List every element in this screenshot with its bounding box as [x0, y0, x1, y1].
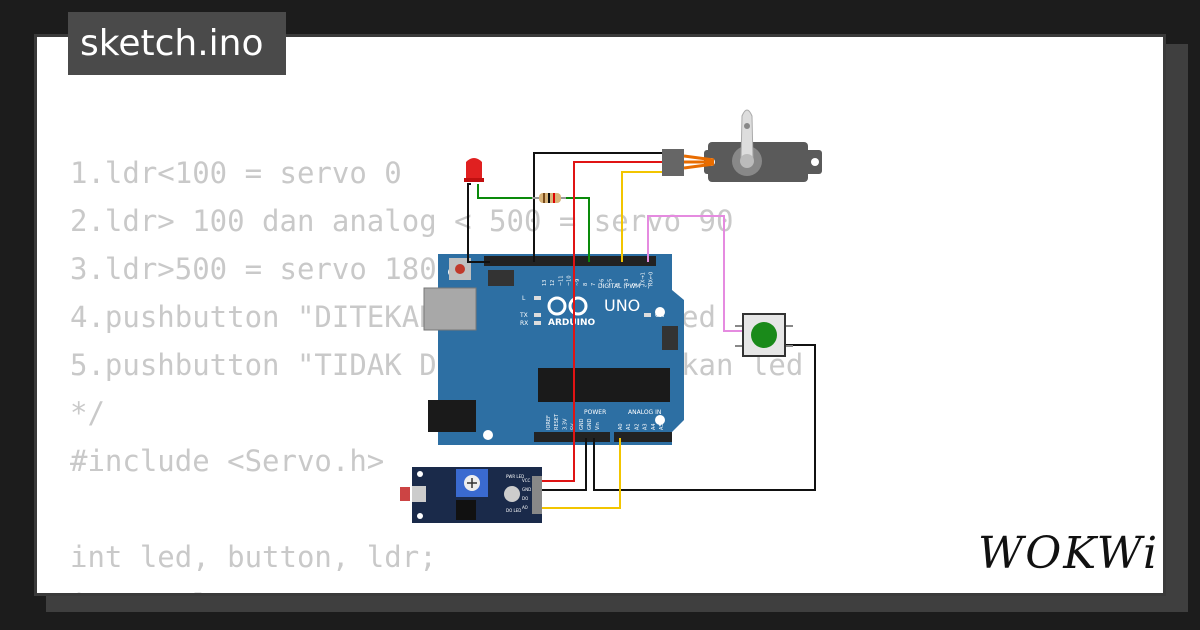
pin-label: IOREF: [546, 415, 552, 430]
power-jack: [428, 400, 476, 432]
pin-label: A2: [634, 423, 640, 430]
servo-signal-wire[interactable]: [621, 171, 664, 262]
power-header: [534, 432, 610, 442]
button-cap[interactable]: [751, 322, 777, 348]
pin-label: 4: [616, 283, 622, 286]
mount-hole: [483, 430, 493, 440]
photoresistor: [400, 487, 410, 501]
ldr-pin-label: VCC: [522, 478, 531, 483]
ldr-module[interactable]: VCC GND DO AO PWR LED DO LED: [400, 467, 542, 523]
resistor-wire[interactable]: [558, 197, 590, 262]
code-line: 2.ldr> 100 dan analog < 500 = servo 90: [70, 204, 734, 238]
resistor[interactable]: [532, 193, 566, 203]
icsp-header: [662, 326, 678, 350]
tx-label: TX: [519, 312, 528, 319]
button-gnd-wire[interactable]: [593, 344, 816, 491]
code-line: int angle = 0;: [70, 588, 314, 593]
pin-label: ~3: [624, 279, 630, 286]
file-tab[interactable]: sketch.ino: [68, 12, 286, 75]
pin-label: A3: [643, 423, 649, 430]
ldr-pin-label: DO: [522, 496, 528, 501]
code-line: 3.ldr>500 = servo 180: [70, 252, 437, 286]
pin-label: ~10: [567, 275, 573, 286]
analog-header: [614, 432, 672, 442]
pin-label: RX←0: [649, 272, 655, 286]
on-led: [644, 313, 651, 317]
pin-label: A0: [618, 423, 624, 430]
pin-label: GND: [587, 418, 593, 430]
code-line: #include <Servo.h>: [70, 444, 385, 478]
digital-header: [484, 256, 656, 266]
icsp-header: [488, 270, 514, 286]
rx-label: RX: [520, 320, 528, 327]
code-line: int led, button, ldr;: [70, 540, 437, 574]
power-label: POWER: [584, 409, 606, 416]
pin-label: A4: [651, 423, 657, 430]
pin-label: TX→1: [640, 272, 646, 287]
led-gnd-wire[interactable]: [467, 183, 490, 263]
code-line: 1.ldr<100 = servo 0: [70, 156, 402, 190]
pin-label: Vin: [595, 422, 601, 430]
mount-hole: [655, 307, 665, 317]
ldr-vcc-wire[interactable]: [540, 438, 575, 482]
arduino-logo-icon: [547, 296, 588, 316]
pin-label: GND: [579, 418, 585, 430]
servo-gnd-wire[interactable]: [533, 152, 664, 262]
pin-label: 2: [632, 283, 638, 286]
ldr-pin-label: AO: [522, 505, 528, 510]
pin-label: ~11: [558, 275, 564, 286]
red-led[interactable]: [464, 158, 484, 182]
l-label: L: [522, 295, 526, 302]
led-wire[interactable]: [477, 184, 538, 199]
pin-label: 7: [591, 283, 597, 286]
pin-label: A5: [659, 423, 665, 430]
pin-label: 13: [542, 280, 548, 286]
pin-label: 3.3V: [562, 418, 568, 430]
pin-label: 12: [550, 280, 556, 286]
pin-label: ~9: [575, 279, 581, 286]
pin-label: RESET: [554, 413, 560, 430]
mount-hole: [655, 415, 665, 425]
servo-5v-wire[interactable]: [573, 161, 664, 480]
pushbutton[interactable]: [735, 313, 793, 357]
ldr-pin-label: GND: [522, 487, 531, 492]
ldr-gnd-wire[interactable]: [540, 438, 587, 491]
board-model: UNO: [604, 296, 640, 315]
digital-label: DIGITAL (PWM ~): [598, 283, 650, 290]
pin-label: 8: [583, 283, 589, 286]
wires: [467, 152, 816, 509]
usb-port: [423, 287, 477, 331]
analog-label: ANALOG IN: [628, 409, 661, 416]
ldr-ao-wire[interactable]: [540, 438, 621, 509]
rx-led: [534, 321, 541, 325]
pin-label: A1: [626, 423, 632, 430]
pin-label: ~6: [599, 279, 605, 286]
do-led-label: DO LED: [506, 508, 521, 513]
board-brand: ARDUINO: [548, 318, 596, 328]
l-led: [534, 296, 541, 300]
code-line: */: [70, 396, 105, 430]
pwr-led-label: PWR LED: [506, 474, 524, 479]
wokwi-logo: WOKWi: [978, 528, 1160, 579]
servo-motor[interactable]: [662, 109, 822, 182]
microcontroller-chip: [538, 368, 670, 402]
button-wire[interactable]: [647, 215, 744, 332]
tx-led: [534, 313, 541, 317]
arduino-uno-board[interactable]: ARDUINO UNO DIGITAL (PWM ~) POWER ANALOG…: [423, 254, 684, 445]
on-label: ON: [655, 312, 664, 319]
pin-label: ~5: [608, 279, 614, 286]
